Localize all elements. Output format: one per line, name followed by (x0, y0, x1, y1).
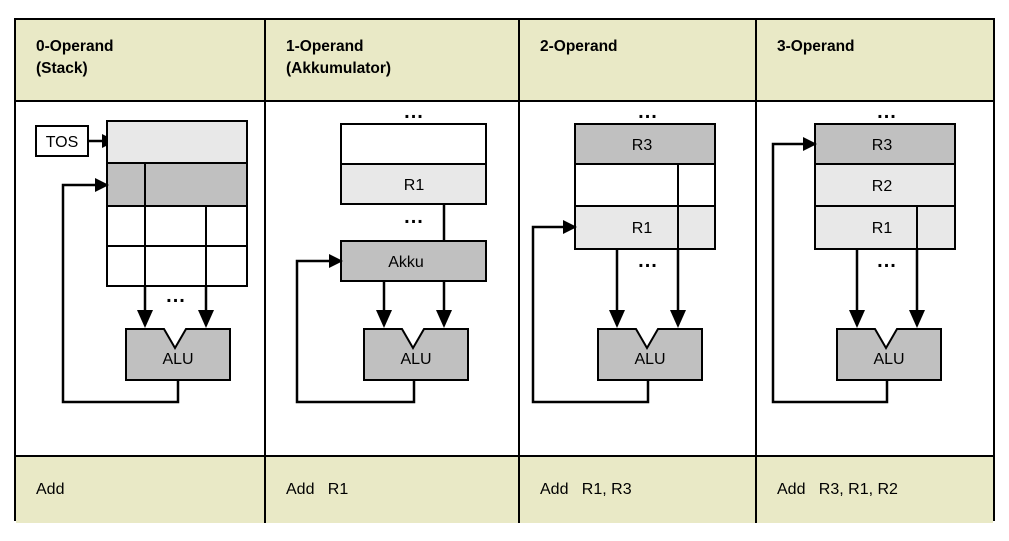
header-title-line1: 1-Operand (286, 38, 364, 55)
header-cell-zero-operand: 0-Operand (Stack) (16, 20, 266, 100)
header-title-line1: 2-Operand (540, 38, 618, 55)
instruction-cell-three-operand: Add R3, R1, R2 (757, 457, 993, 523)
diagram-three-operand: ... R3 R2 R1 ... (757, 102, 993, 455)
alu-shape (836, 328, 942, 381)
tos-pointer-box (35, 125, 89, 157)
register-row-2 (574, 205, 716, 250)
register-row-0 (814, 123, 956, 165)
header-title-line2: (Stack) (36, 60, 88, 77)
operand-arrow-right (198, 310, 214, 328)
register-row-0-label: R3 (872, 137, 893, 154)
memory-row-1 (340, 163, 487, 205)
table-footer-row: Add Add R1 Add R1, R3 Add R3, R1, R2 (16, 457, 993, 523)
register-row-2-label: R1 (632, 220, 653, 237)
diagram-zero-operand-stack: TOS ... (16, 102, 266, 455)
operand-schemes-table: 0-Operand (Stack) 1-Operand (Akkumulator… (14, 18, 995, 523)
register-feedback-arrow-head (803, 137, 817, 151)
operand-arrow-left (609, 310, 625, 328)
alu-label: ALU (162, 351, 193, 368)
alu-shape (597, 328, 703, 381)
akku-feedback-arrow-head (329, 254, 343, 268)
register-row-1-label: R2 (872, 178, 893, 195)
header-cell-three-operand: 3-Operand (757, 20, 993, 100)
table-header-row: 0-Operand (Stack) 1-Operand (Akkumulator… (16, 20, 993, 102)
register-row-0-label: R3 (632, 137, 653, 154)
alu-result-feedback-path (61, 183, 180, 404)
register-row-1 (814, 163, 956, 207)
operand-arrow-left (137, 310, 153, 328)
header-cell-two-operand: 2-Operand (520, 20, 757, 100)
stack-ellipsis: ... (166, 285, 186, 307)
memory-row-1-label: R1 (404, 177, 425, 194)
operand-arrow-right (436, 310, 452, 328)
stack-feedback-arrow-head (95, 178, 109, 192)
header-title-line1: 0-Operand (36, 38, 114, 55)
accumulator-diagram-svg: ... R1 ... Akku (295, 102, 487, 404)
register-top-ellipsis: ... (638, 102, 658, 123)
stack-row-3 (106, 245, 248, 287)
register-bottom-ellipsis: ... (877, 250, 897, 272)
header-cell-one-operand: 1-Operand (Akkumulator) (266, 20, 520, 100)
instruction-text: Add (36, 481, 65, 498)
header-title-line2: (Akkumulator) (286, 60, 392, 77)
three-operand-diagram-svg: ... R3 R2 R1 ... (771, 102, 956, 404)
stack-row-0 (106, 120, 248, 164)
register-top-ellipsis: ... (877, 102, 897, 123)
stack-diagram-svg: TOS ... (35, 120, 248, 404)
alu-label: ALU (400, 351, 431, 368)
two-operand-diagram-svg: ... R3 R1 ... (531, 102, 716, 404)
instruction-text: Add R3, R1, R2 (777, 481, 898, 498)
alu-result-feedback-path (295, 259, 416, 404)
register-bottom-ellipsis: ... (638, 250, 658, 272)
memory-row-0 (340, 123, 487, 165)
operand-arrow-left (849, 310, 865, 328)
accumulator-label: Akku (388, 254, 424, 271)
instruction-text: Add R1 (286, 481, 349, 498)
alu-shape (125, 328, 231, 381)
alu-shape (363, 328, 469, 381)
register-feedback-arrow-head (563, 220, 577, 234)
instruction-cell-one-operand: Add R1 (266, 457, 520, 523)
operand-arrow-right (670, 310, 686, 328)
register-row-2-label: R1 (872, 220, 893, 237)
instruction-text: Add R1, R3 (540, 481, 632, 498)
register-row-1 (574, 163, 716, 207)
instruction-cell-zero-operand: Add (16, 457, 266, 523)
diagram-one-operand-accumulator: ... R1 ... Akku (266, 102, 520, 455)
alu-result-feedback-path (531, 225, 650, 404)
memory-top-ellipsis: ... (404, 102, 424, 123)
alu-result-feedback-path (771, 142, 889, 404)
table-body-row: TOS ... (16, 102, 993, 457)
register-row-2 (814, 205, 956, 250)
header-title-line1: 3-Operand (777, 38, 855, 55)
diagram-two-operand: ... R3 R1 ... (520, 102, 757, 455)
alu-label: ALU (634, 351, 665, 368)
operand-arrow-left (376, 310, 392, 328)
operand-arrow-right (909, 310, 925, 328)
alu-label: ALU (873, 351, 904, 368)
instruction-cell-two-operand: Add R1, R3 (520, 457, 757, 523)
stack-row-1 (106, 162, 248, 207)
memory-bottom-ellipsis: ... (404, 206, 424, 228)
tos-pointer-label: TOS (46, 134, 79, 151)
stack-row-2 (106, 205, 248, 247)
